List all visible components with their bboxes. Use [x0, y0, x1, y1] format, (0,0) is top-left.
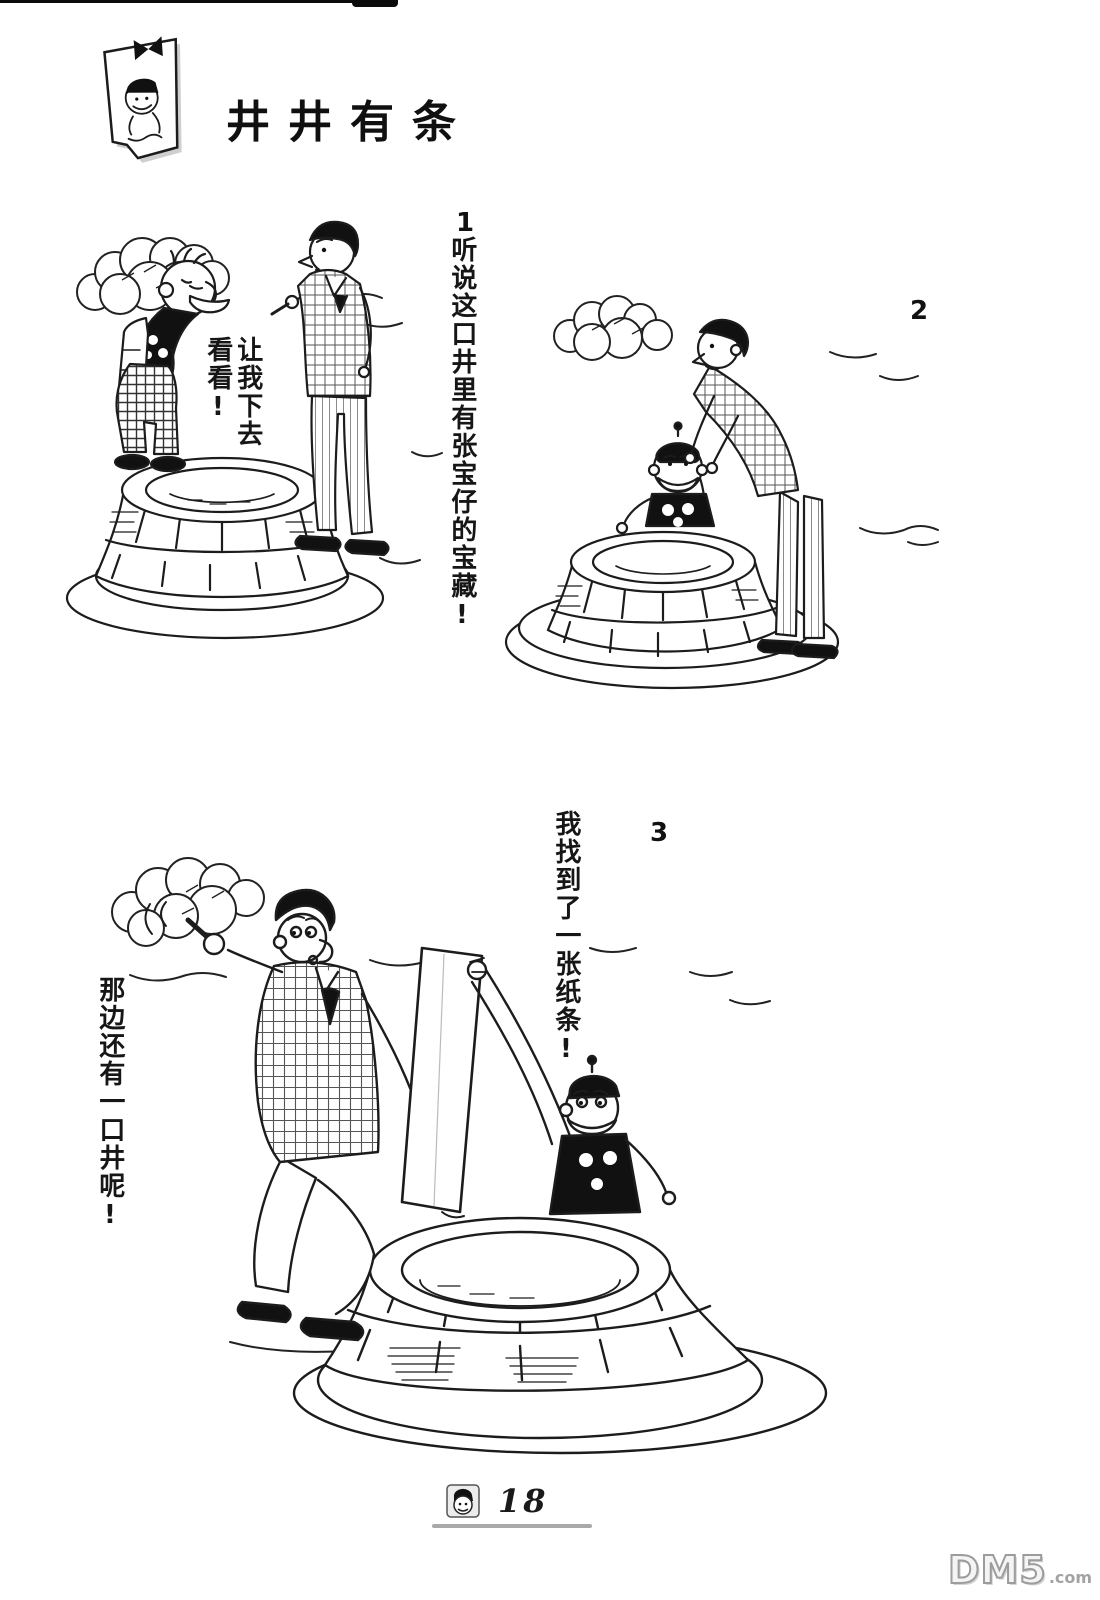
panel-1-speech: 让我下去看看!: [202, 336, 263, 448]
panel-2-number: 2: [910, 296, 929, 326]
watermark-main: DM5: [947, 1547, 1047, 1593]
ground-lines: [829, 351, 939, 546]
panel-3-artwork: [111, 857, 828, 1455]
panel-3-speech: 那边还有一口井呢!: [94, 976, 125, 1232]
panel-1-caption: 听说这口井里有张宝仔的宝藏!: [446, 236, 477, 632]
corner-note-logo-icon: [103, 36, 182, 163]
scan-artifact-mark: [352, 0, 398, 7]
page-title: 井井有条: [226, 97, 474, 148]
panel-3-caption: 我找到了一张纸条!: [550, 810, 581, 1066]
old-man-figure: [615, 421, 716, 535]
watermark: DM5 .com: [947, 1547, 1093, 1593]
scan-artifact-line: [0, 0, 398, 3]
old-man-figure: [466, 957, 677, 1216]
panel-3-number: 3: [650, 818, 669, 848]
panel-2-artwork: [504, 295, 939, 690]
panel-1-artwork: [65, 220, 443, 640]
page-number: 18: [498, 1482, 549, 1520]
footer-mascot-icon: [446, 1484, 480, 1518]
bush: [553, 295, 673, 361]
tall-man-figure: [270, 220, 390, 557]
well: [65, 456, 385, 640]
paper-note: [400, 946, 484, 1214]
old-man-figure: [113, 247, 231, 473]
watermark-suffix: .com: [1048, 1568, 1093, 1587]
tall-man-figure: [144, 888, 465, 1342]
tall-man-figure: [683, 318, 839, 660]
well: [292, 1216, 828, 1455]
footer: 18: [430, 1482, 630, 1530]
panel-1-number: 1: [456, 208, 475, 238]
page-number-underline: [432, 1524, 592, 1528]
well: [504, 530, 840, 690]
bush: [111, 857, 265, 947]
